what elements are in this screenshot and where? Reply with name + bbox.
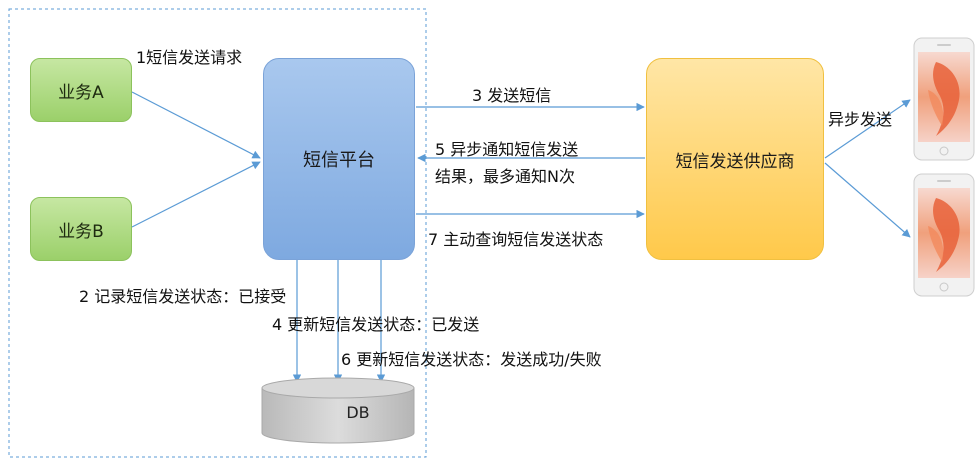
- db-cylinder: [261, 377, 415, 444]
- step7-label: 7 主动查询短信发送状态: [428, 230, 604, 249]
- db-label: DB: [346, 403, 370, 422]
- business-b-node: 业务B: [30, 197, 132, 261]
- step3-label: 3 发送短信: [472, 86, 552, 105]
- arrow-to-phone-1: [824, 99, 911, 159]
- phone-icon: [913, 173, 975, 297]
- async-send-label: 异步发送: [828, 110, 893, 129]
- step4-label: 4 更新短信发送状态：已发送: [272, 315, 480, 334]
- sms-supplier-label: 短信发送供应商: [675, 151, 795, 172]
- sms-supplier-node: 短信发送供应商: [646, 58, 824, 260]
- platform-boundary: [8, 8, 427, 458]
- sms-platform-label: 短信平台: [303, 150, 375, 171]
- business-a-label: 业务A: [58, 82, 104, 103]
- step6-label: 6 更新短信发送状态：发送成功/失败: [341, 350, 602, 369]
- business-a-node: 业务A: [30, 58, 132, 122]
- sms-platform-node: 短信平台: [263, 58, 415, 260]
- step5-label-line1: 5 异步通知短信发送: [435, 140, 579, 159]
- arrow-to-phone-2: [824, 162, 911, 238]
- phone-icon: [913, 37, 975, 161]
- arrow-biz-b-to-platform: [131, 161, 261, 228]
- arrow-biz-a-to-platform: [131, 91, 261, 159]
- step5-label-line2: 结果，最多通知N次: [435, 167, 575, 186]
- step2-label: 2 记录短信发送状态：已接受: [79, 287, 287, 306]
- step1-label: 1短信发送请求: [136, 48, 243, 67]
- business-b-label: 业务B: [58, 221, 104, 242]
